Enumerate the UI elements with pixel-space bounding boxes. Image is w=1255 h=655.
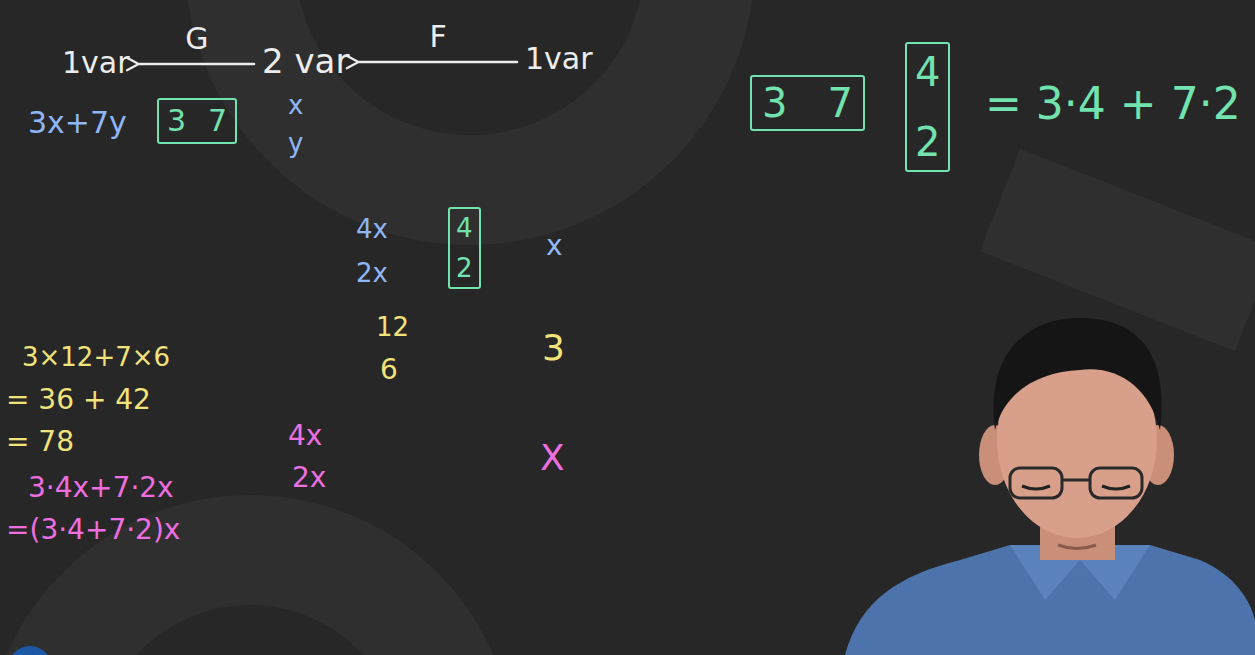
node-text: 1var xyxy=(525,44,593,74)
presenter-figure xyxy=(845,318,1255,655)
node-text: 4 xyxy=(456,215,473,241)
equation: = 3·4 + 7·2 xyxy=(985,82,1241,126)
column-vector-box: 42 xyxy=(905,42,950,172)
node-text: 3 xyxy=(762,83,787,123)
shirt xyxy=(845,545,1255,655)
expression: 2x xyxy=(356,260,388,286)
node-text: 2 xyxy=(915,122,940,162)
row-vector-box: 37 xyxy=(750,75,865,131)
node-text: 7 xyxy=(208,106,227,136)
node-text: 1var xyxy=(62,48,130,78)
hair xyxy=(994,318,1162,430)
calculation: 3·4x+7·2x xyxy=(28,474,174,502)
row-vector-box: 37 xyxy=(157,98,237,144)
lens xyxy=(1010,468,1062,498)
variable-space: 1var xyxy=(62,48,130,78)
calculation: 3×12+7×6 xyxy=(22,344,170,370)
variable: X xyxy=(540,440,565,476)
calculation: = 78 xyxy=(6,428,74,456)
variable-space: 1var xyxy=(525,44,593,74)
calculation: =(3·4+7·2)x xyxy=(6,516,180,544)
node-text: 4 xyxy=(915,52,940,92)
eyes xyxy=(1022,486,1130,489)
watermark xyxy=(40,0,1255,655)
mouth xyxy=(1058,545,1096,549)
map-name: F xyxy=(430,22,447,52)
node-text: 3 xyxy=(167,106,186,136)
variable-space: 2 var xyxy=(262,44,349,78)
watermark-stroke xyxy=(1000,200,1255,300)
expression: 2x xyxy=(292,464,326,492)
number: 12 xyxy=(376,314,409,340)
bridge xyxy=(1062,479,1090,482)
variable: y xyxy=(288,130,303,156)
node-text: 2 xyxy=(456,255,473,281)
number: 3 xyxy=(542,330,565,366)
linear-form: 3x+7y xyxy=(28,108,127,138)
lens xyxy=(1090,468,1142,498)
logo-dot xyxy=(8,646,52,655)
node-text: 2 var xyxy=(262,44,349,78)
glasses xyxy=(1010,468,1142,498)
mapping-arrow xyxy=(359,61,517,64)
number: 6 xyxy=(380,356,398,384)
expression: 4x xyxy=(356,216,388,242)
variable: x xyxy=(546,232,563,260)
watermark-ring xyxy=(40,550,460,655)
mapping-arrow xyxy=(140,63,254,66)
node-text: 7 xyxy=(827,83,852,123)
map-name: G xyxy=(185,24,208,54)
calculation: = 36 + 42 xyxy=(6,386,151,414)
column-vector-box: 42 xyxy=(448,207,481,289)
watermark-ring xyxy=(240,0,700,190)
variable: x xyxy=(288,92,303,118)
expression: 4x xyxy=(288,422,322,450)
